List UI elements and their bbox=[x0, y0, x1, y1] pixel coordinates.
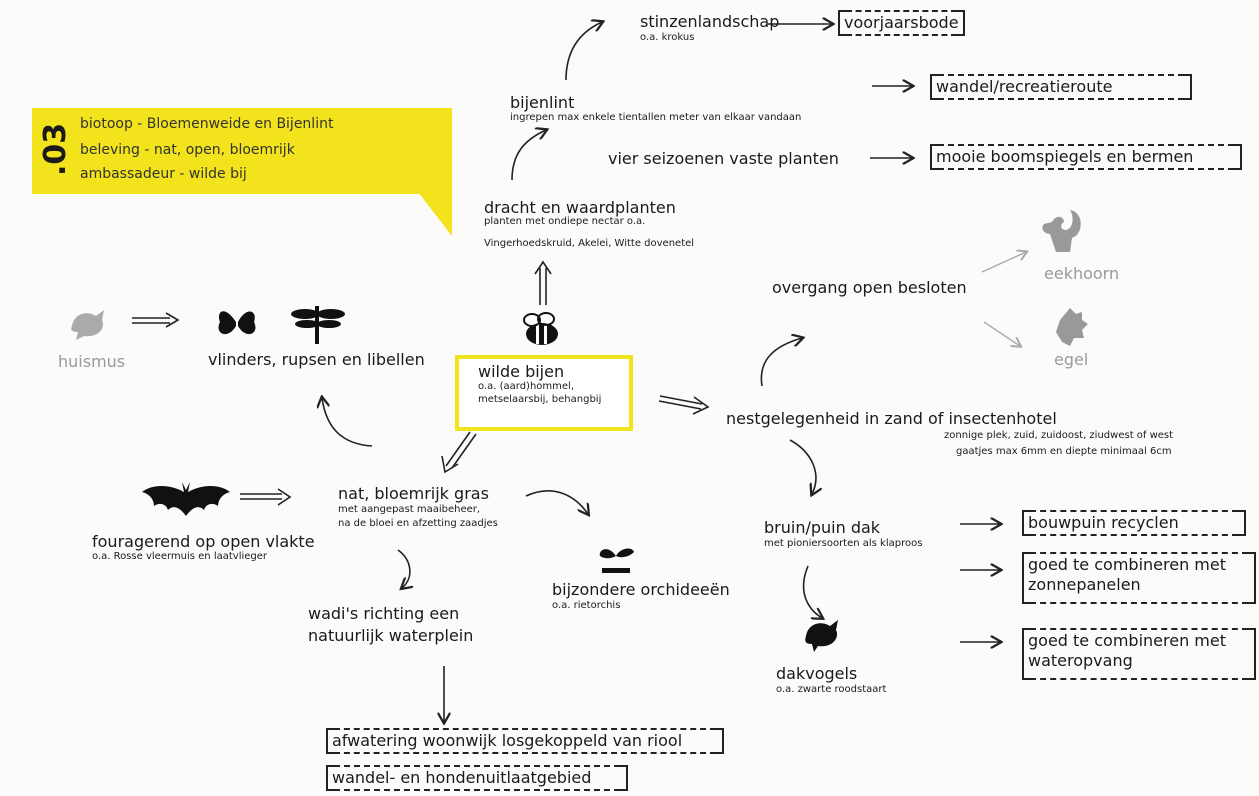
double-arrow-bee-nestgelegenheid bbox=[658, 395, 703, 410]
bruin-dak-title: bruin/puin dak bbox=[764, 518, 881, 537]
arrow-nest-bruin-dak bbox=[789, 439, 816, 494]
double-arrow-bee-nat-gras bbox=[445, 431, 477, 469]
box-hondenuitlaat: wandel- en hondenuitlaatgebied bbox=[326, 765, 628, 791]
arrow-nat-gras-orchideeen bbox=[525, 490, 588, 514]
nestgelegenheid-title: nestgelegenheid in zand of insectenhotel bbox=[726, 409, 1057, 428]
banner-line-biotoop: biotoop - Bloemenweide en Bijenlint bbox=[80, 116, 334, 132]
double-arrow-bee-dracht bbox=[539, 268, 547, 305]
banner-tail bbox=[418, 192, 452, 236]
butterfly-icon bbox=[214, 302, 260, 346]
arrow-overgang-eekhoorn bbox=[981, 252, 1026, 273]
dracht-sub-2: Vingerhoedskruid, Akelei, Witte dovenete… bbox=[484, 238, 695, 249]
squirrel-icon bbox=[1030, 204, 1086, 260]
eekhoorn-label: eekhoorn bbox=[1044, 264, 1120, 283]
stinzen-sub: o.a. krokus bbox=[640, 32, 695, 43]
arrow-overgang-egel bbox=[983, 321, 1020, 346]
vier-seizoenen-title: vier seizoenen vaste planten bbox=[608, 149, 839, 168]
arrow-nat-gras-wadis bbox=[397, 549, 410, 588]
arrow-dracht-bijenlint bbox=[511, 130, 546, 181]
plant-icon bbox=[596, 542, 636, 578]
box-bouwpuin: bouwpuin recyclen bbox=[1022, 510, 1246, 536]
wilde-bijen-box bbox=[455, 355, 633, 431]
wilde-bijen-sub-2: metselaarsbij, behangbij bbox=[478, 394, 602, 405]
box-wateropvang-line-2: wateropvang bbox=[1028, 651, 1133, 670]
overgang-title: overgang open besloten bbox=[772, 278, 967, 297]
box-wateropvang: goed te combineren met wateropvang bbox=[1022, 628, 1256, 680]
dakvogels-title: dakvogels bbox=[776, 664, 858, 683]
bijenlint-sub: ingrepen max enkele tientallen meter van… bbox=[510, 112, 802, 123]
egel-label: egel bbox=[1054, 350, 1089, 369]
arrow-bijenlint-stinzen bbox=[565, 22, 602, 81]
arrow-bruin-dak-dakvogels bbox=[802, 565, 822, 618]
double-arrow-huismus-vlinders bbox=[132, 317, 170, 324]
hedgehog-icon bbox=[1050, 304, 1090, 352]
nat-gras-title: nat, bloemrijk gras bbox=[338, 484, 489, 503]
box-wateropvang-line-1: goed te combineren met bbox=[1028, 631, 1226, 650]
banner-line-ambassadeur: ambassadeur - wilde bij bbox=[80, 166, 247, 182]
banner bbox=[32, 108, 452, 194]
arrow-nest-overgang bbox=[760, 338, 802, 387]
stinzen-title: stinzenlandschap bbox=[640, 12, 780, 31]
bijenlint-title: bijenlint bbox=[510, 93, 575, 112]
bruin-dak-sub: met pioniersoorten als klaproos bbox=[764, 538, 923, 549]
wilde-bijen-title: wilde bijen bbox=[478, 362, 565, 381]
wilde-bijen-sub-1: o.a. (aard)hommel, bbox=[478, 381, 574, 392]
arrow-nat-gras-vlinders bbox=[322, 398, 373, 447]
nestgelegenheid-sub-1: zonnige plek, zuid, zuidoost, ziudwest o… bbox=[944, 430, 1174, 441]
nat-gras-sub-1: met aangepast maaibeheer, bbox=[338, 504, 481, 515]
vlinders-title: vlinders, rupsen en libellen bbox=[208, 350, 425, 369]
fouragerend-sub: o.a. Rosse vleermuis en laatvlieger bbox=[92, 551, 268, 562]
box-afwatering: afwatering woonwijk losgekoppeld van rio… bbox=[326, 728, 724, 754]
nestgelegenheid-sub-2: gaatjes max 6mm en diepte minimaal 6cm bbox=[956, 446, 1172, 457]
box-voorjaarsbode: voorjaarsbode bbox=[838, 10, 965, 36]
bird-icon bbox=[66, 302, 112, 346]
box-zonnepanelen-line-1: goed te combineren met bbox=[1028, 555, 1226, 574]
box-wandel-recreatieroute: wandel/recreatieroute bbox=[930, 74, 1192, 100]
orchideeen-title: bijzondere orchideeën bbox=[552, 580, 730, 599]
box-zonnepanelen: goed te combineren met zonnepanelen bbox=[1022, 552, 1256, 604]
fouragerend-title: fouragerend op open vlakte bbox=[92, 532, 315, 551]
bee-icon bbox=[518, 312, 562, 352]
double-arrow-bat-nat-gras bbox=[240, 493, 282, 500]
banner-line-beleving: beleving - nat, open, bloemrijk bbox=[80, 142, 295, 158]
nat-gras-sub-2: na de bloei en afzetting zaadjes bbox=[338, 518, 498, 529]
dakvogels-sub: o.a. zwarte roodstaart bbox=[776, 684, 887, 695]
wadis-line-1: wadi's richting een bbox=[308, 604, 460, 623]
box-zonnepanelen-line-2: zonnepanelen bbox=[1028, 575, 1141, 594]
bird-dark-icon bbox=[800, 614, 848, 658]
wadis-line-2: natuurlijk waterplein bbox=[308, 626, 474, 645]
dracht-sub-1: planten met ondiepe nectar o.a. bbox=[484, 216, 646, 227]
bat-icon bbox=[140, 478, 232, 526]
dragonfly-icon bbox=[290, 302, 346, 350]
dracht-title: dracht en waardplanten bbox=[484, 198, 676, 217]
box-boomspiegels: mooie boomspiegels en bermen bbox=[930, 144, 1242, 170]
huismus-label: huismus bbox=[58, 352, 126, 371]
orchideeen-sub: o.a. rietorchis bbox=[552, 600, 621, 611]
